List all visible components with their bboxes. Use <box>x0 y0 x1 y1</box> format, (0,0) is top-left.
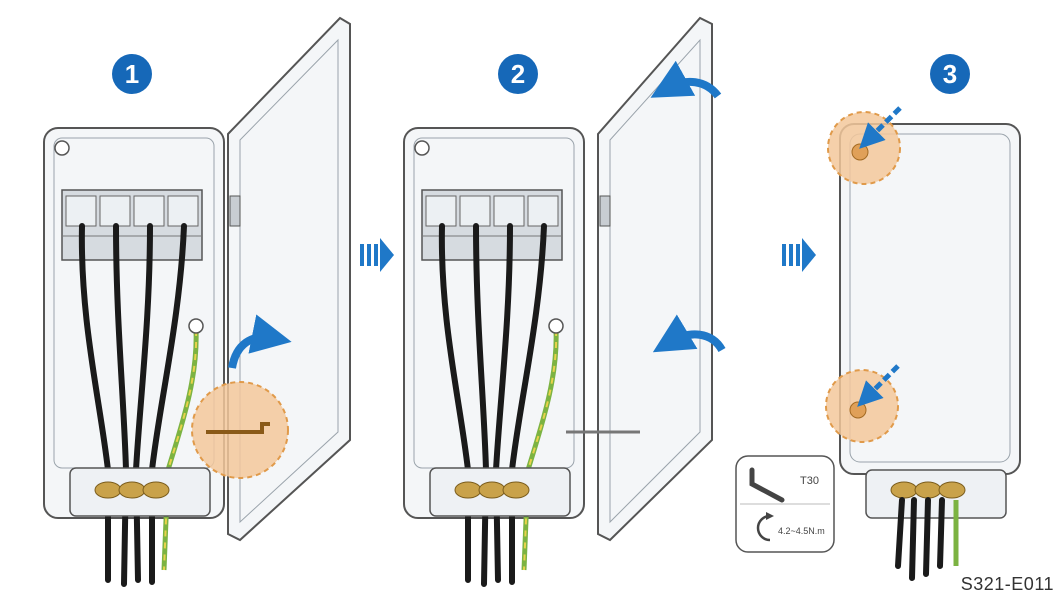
step-badge-1: 1 <box>112 54 152 94</box>
step-3-screw-top <box>851 143 869 161</box>
step-1-screw-boss-top <box>54 140 70 156</box>
step-3-tighten-arrow-top <box>859 106 902 149</box>
step-1-latch-icon <box>206 422 270 434</box>
allen-key-icon <box>749 467 785 503</box>
step-3-cables <box>895 497 945 581</box>
step-1-terminal-block <box>61 189 203 261</box>
step-2-terminal-block <box>421 189 563 261</box>
step-2-ground-cable <box>521 318 564 571</box>
step-2-close-arrow-bottom <box>652 314 726 353</box>
step-3-panel <box>825 106 1021 581</box>
tool-bit-label: T30 <box>800 475 819 487</box>
step-badge-2: 2 <box>498 54 538 94</box>
figure-code: S321-E011 <box>960 574 1054 594</box>
step-1-panel <box>43 16 351 587</box>
step-1-cable-glands <box>69 467 211 517</box>
tool-spec-box: T30 4.2~4.5N.m <box>735 455 835 553</box>
step-1-open-arrow <box>228 314 292 369</box>
step-arrow-1-to-2 <box>360 238 394 272</box>
step-3-tighten-arrow-bottom <box>857 364 900 407</box>
step-2-cables <box>438 223 547 587</box>
step-3-screw-bottom <box>849 401 867 419</box>
step-2-cable-glands <box>429 467 571 517</box>
step-2-panel <box>403 16 726 587</box>
step-2-open-door <box>566 16 713 542</box>
step-1-ground-cable <box>161 318 204 571</box>
torque-label: 4.2~4.5N.m <box>778 526 825 536</box>
rotate-clockwise-icon <box>756 512 774 542</box>
step-1-cables <box>78 223 187 587</box>
step-badge-3: 3 <box>930 54 970 94</box>
step-3-cable-glands <box>865 469 1007 519</box>
step-2-close-arrow-top <box>650 60 722 99</box>
step-arrow-2-to-3 <box>782 238 816 272</box>
